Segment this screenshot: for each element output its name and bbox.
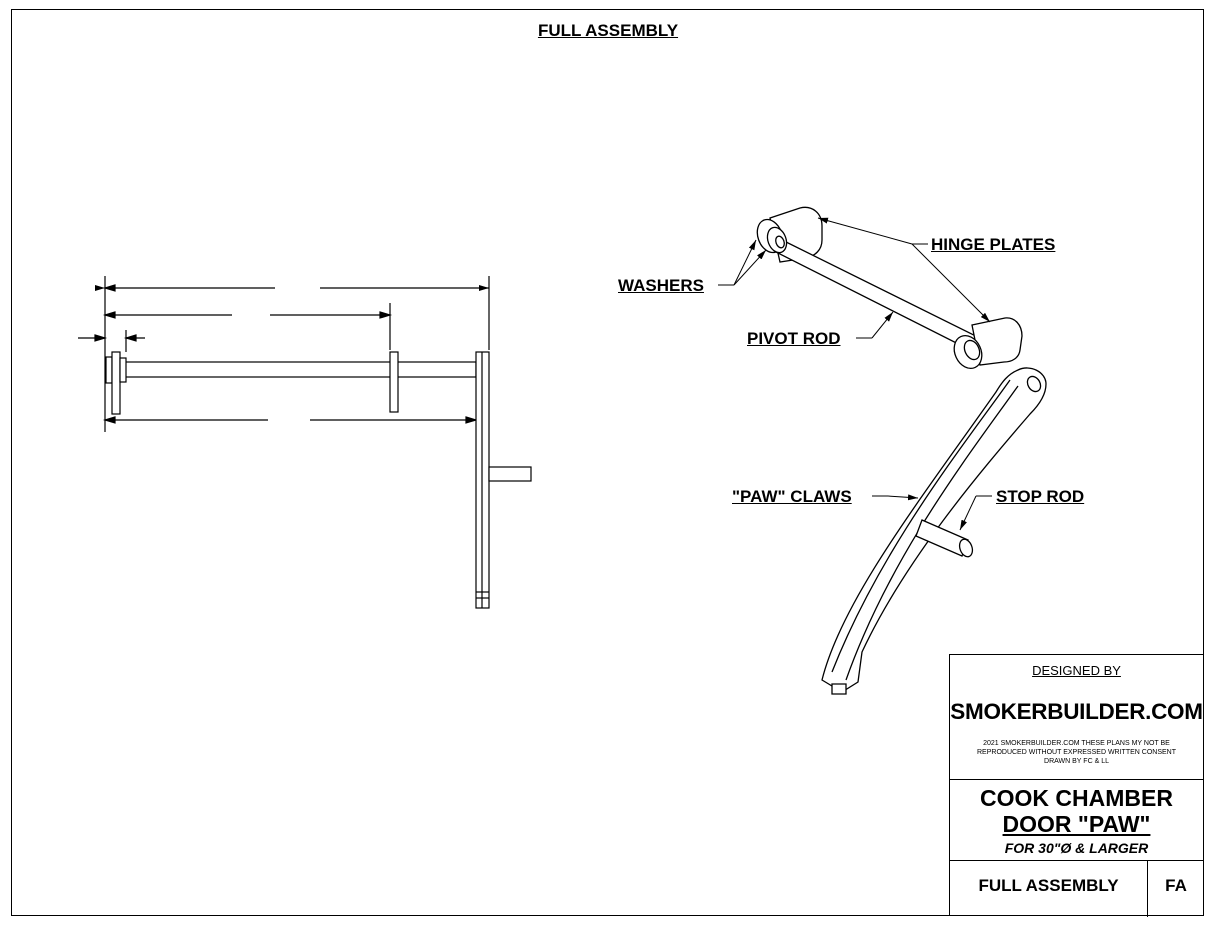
rod-length-dimension-line [102,416,479,424]
side-view [78,276,532,609]
sheet-number: FA [1165,876,1187,895]
isometric-view [718,206,1047,695]
title-block-divider [1147,860,1148,917]
washer-side [119,357,127,383]
hinge-plate-side [111,351,121,415]
washer-side [105,356,113,384]
part-name-line2-text: DOOR "PAW" [1002,811,1151,837]
copyright-note-line: 2021 SMOKERBUILDER.COM THESE PLANS MY NO… [983,740,1170,747]
sheet-name: FULL ASSEMBLY [978,876,1119,895]
drawn-by-line: DRAWN BY FC & LL [1044,758,1109,765]
sheet-title: FULL ASSEMBLY [537,21,679,40]
title-block-divider [950,860,1203,861]
callout-pivot-rod: PIVOT ROD [747,329,841,348]
copyright-note: 2021 SMOKERBUILDER.COM THESE PLANS MY NO… [950,739,1203,766]
hinge-plate-side [389,351,399,413]
company-name: SMOKERBUILDER.COM [950,699,1203,724]
hinge-plate-front [971,317,1023,366]
designed-by-label: DESIGNED BY [1032,663,1121,678]
stop-rod-side [488,466,532,482]
part-name-line2: DOOR "PAW" [950,811,1203,838]
washer-dimension-line [78,334,145,342]
paw-pivot-hole [1026,375,1042,393]
stop-rod-iso [915,519,969,557]
drawing-border [11,9,1204,916]
title-block: DESIGNED BY SMOKERBUILDER.COM 2021 SMOKE… [949,654,1204,917]
leader-lines [718,217,992,531]
callout-stop-rod: STOP ROD [996,487,1085,506]
part-name-line1: COOK CHAMBER [980,785,1173,811]
pivot-rod-side [119,361,477,378]
washer-to-plate-dimension-line [102,311,393,319]
copyright-note-line: REPRODUCED WITHOUT EXPRESSED WRITTEN CON… [977,749,1176,756]
overall-dimension-line [95,284,489,292]
part-subtitle: FOR 30"Ø & LARGER [1004,840,1149,856]
title-block-divider [950,779,1203,780]
callout-paw-claws: "PAW" CLAWS [732,487,852,506]
callout-hinge-plates: HINGE PLATES [931,235,1056,254]
callout-washers: WASHERS [618,276,704,295]
